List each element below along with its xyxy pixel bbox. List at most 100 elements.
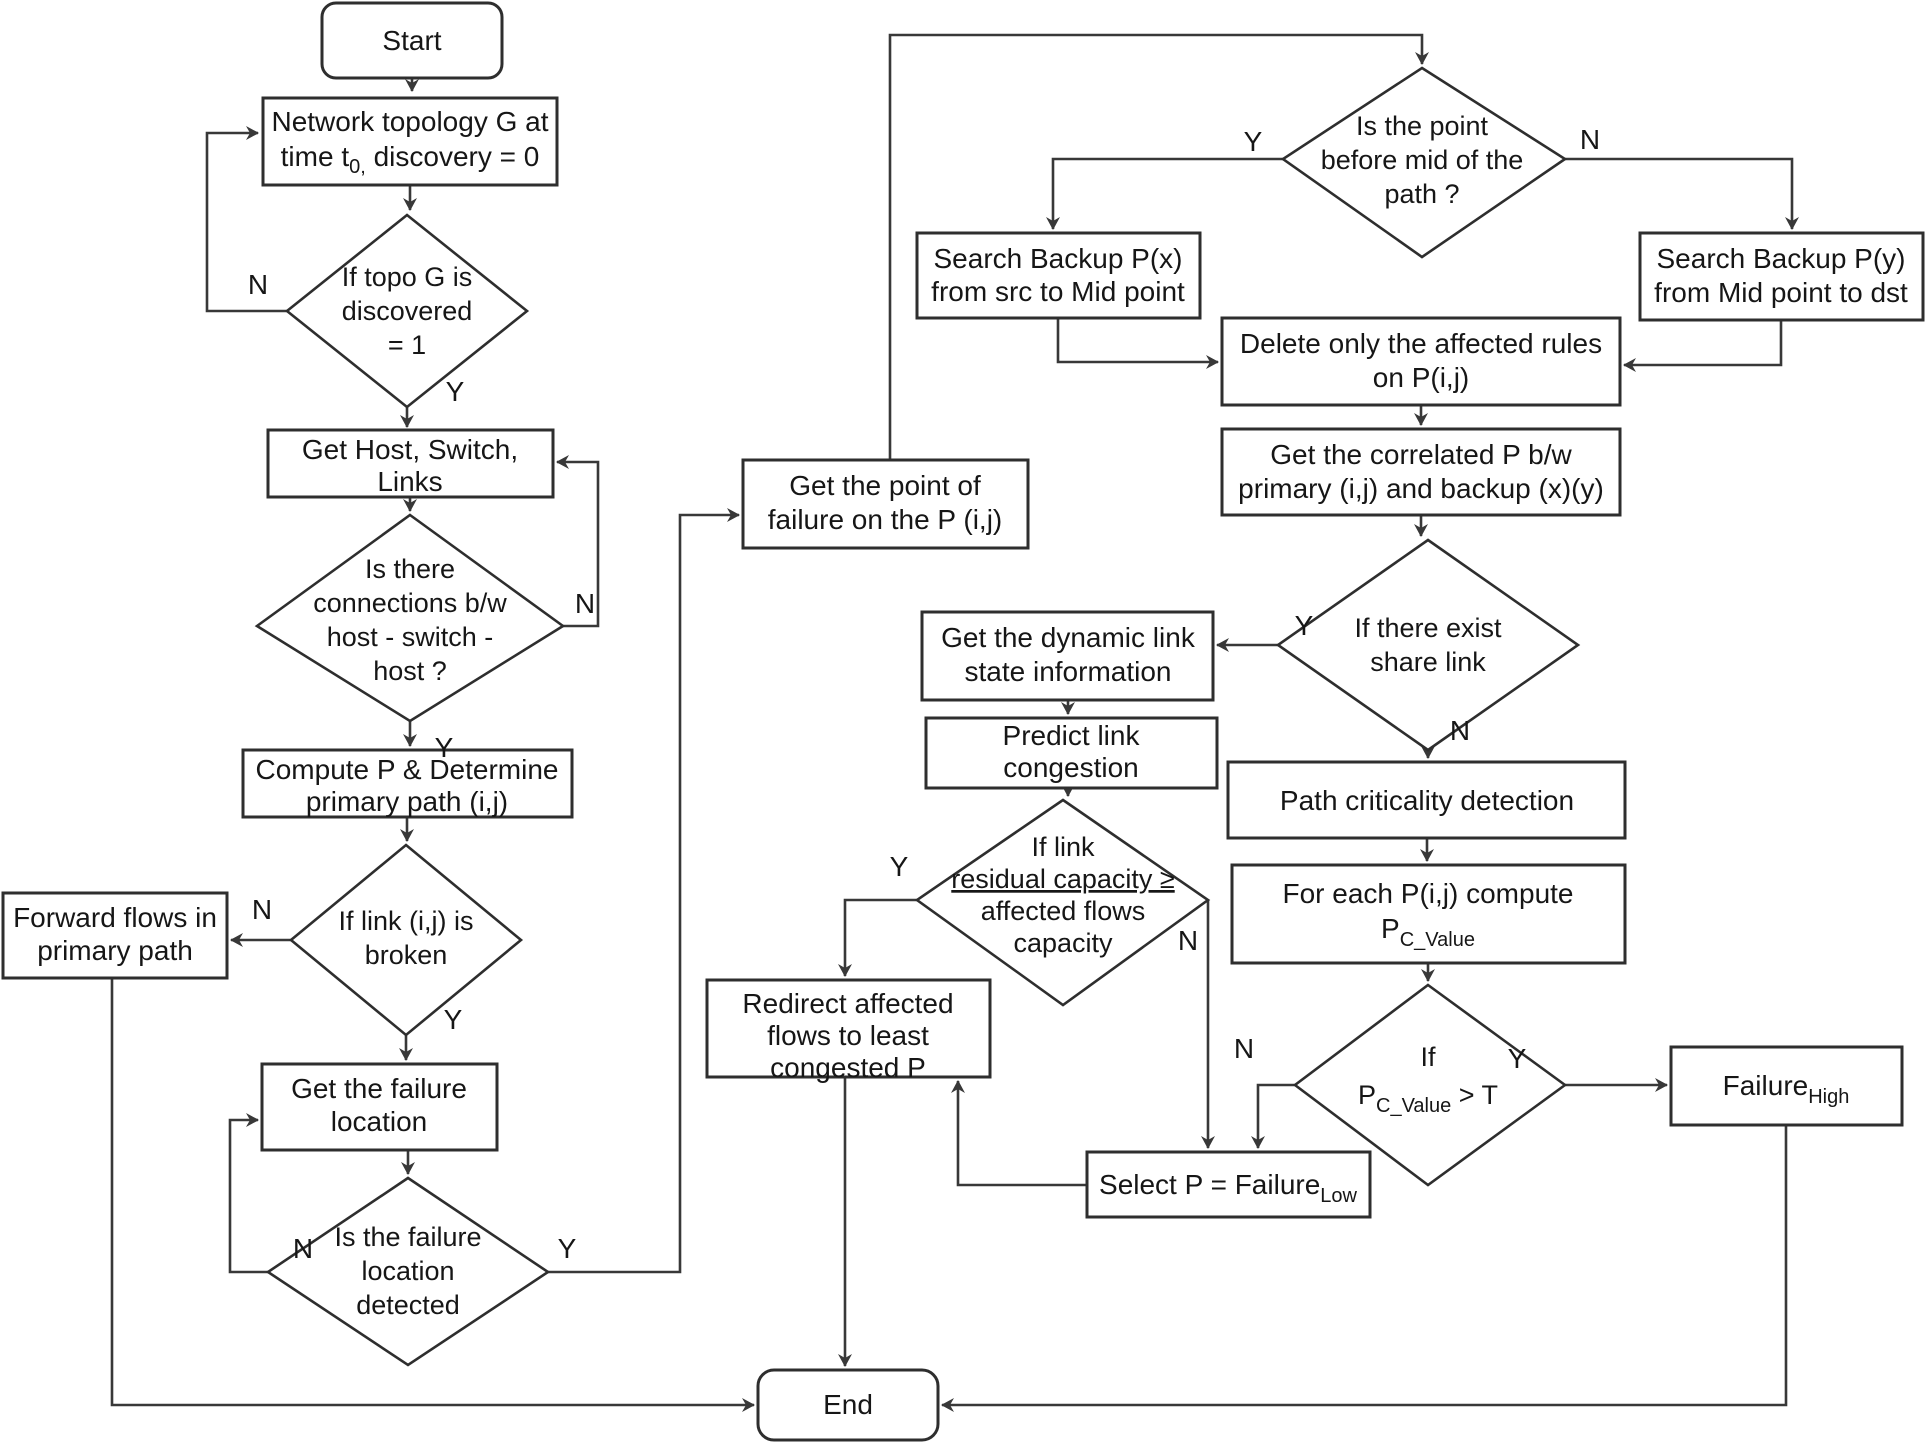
node-connections: Is there connections b/w host - switch -… xyxy=(254,513,566,723)
connections-line4: host ? xyxy=(373,656,447,686)
node-backup-y: Search Backup P(y) from Mid point to dst xyxy=(1638,231,1925,322)
label-broken-y: Y xyxy=(444,1004,463,1035)
node-compute-p: Compute P & Determine primary path (i,j) xyxy=(241,748,574,819)
node-delete-rules: Delete only the affected rules on P(i,j) xyxy=(1220,316,1622,407)
before-mid-line1: Is the point xyxy=(1356,111,1489,141)
network-topology-line2: time t0, discovery = 0 xyxy=(281,141,540,178)
select-p-label: Select P = FailureLow xyxy=(1099,1169,1358,1207)
node-correlated: Get the correlated P b/w primary (i,j) a… xyxy=(1220,427,1622,517)
redirect-line1: Redirect affected xyxy=(742,988,953,1019)
topo-discovered-decision xyxy=(284,213,530,409)
predict-line1: Predict link xyxy=(1003,720,1141,751)
topo-discovered-line3: = 1 xyxy=(388,330,426,360)
compute-pc-line1: For each P(i,j) compute xyxy=(1283,878,1574,909)
dynamic-link-process xyxy=(920,610,1215,702)
label-detect-y: Y xyxy=(558,1233,577,1264)
edge-forward-to-end xyxy=(110,978,755,1412)
predict-process xyxy=(924,716,1219,790)
edge-beforemid-y xyxy=(1046,157,1283,230)
label-broken-n: N xyxy=(252,894,272,925)
node-predict: Predict link congestion xyxy=(924,716,1219,790)
residual-line3: affected flows xyxy=(981,896,1146,926)
edge-selectp-to-redirect xyxy=(951,1080,1087,1187)
correlated-process xyxy=(1220,427,1622,517)
failure-high-process xyxy=(1669,1045,1904,1127)
compute-p-line1: Compute P & Determine xyxy=(256,754,559,785)
node-end: End xyxy=(756,1368,940,1442)
residual-line2: residual capacity ≥ xyxy=(951,864,1174,894)
backup-y-line1: Search Backup P(y) xyxy=(1657,243,1906,274)
backup-y-process xyxy=(1638,231,1925,322)
topo-discovered-line2: discovered xyxy=(342,296,473,326)
before-mid-decision xyxy=(1280,66,1568,259)
label-detect-n: N xyxy=(293,1233,313,1264)
backup-x-line2: from src to Mid point xyxy=(931,276,1185,307)
share-link-decision xyxy=(1275,538,1581,752)
node-path-criticality: Path criticality detection xyxy=(1226,760,1627,840)
failure-location-line1: Get the failure xyxy=(291,1073,467,1104)
get-host-line1: Get Host, Switch, xyxy=(302,434,518,465)
dynamic-link-line2: state information xyxy=(965,656,1172,687)
compute-pc-process xyxy=(1230,863,1627,965)
point-of-failure-line1: Get the point of xyxy=(789,470,981,501)
pc-threshold-decision xyxy=(1292,983,1568,1187)
correlated-line2: primary (i,j) and backup (x)(y) xyxy=(1238,473,1604,504)
label-share-n: N xyxy=(1450,715,1470,746)
forward-flows-process xyxy=(1,891,229,980)
edge-detected-y-to-pointoffailure xyxy=(548,508,740,1274)
node-compute-pc: For each P(i,j) compute PC_Value xyxy=(1230,863,1627,965)
redirect-line2: flows to least xyxy=(767,1020,929,1051)
dynamic-link-line1: Get the dynamic link xyxy=(941,622,1196,653)
network-topology-line1: Network topology G at xyxy=(271,106,548,137)
share-link-line2: share link xyxy=(1370,647,1486,677)
network-topology-process xyxy=(261,96,559,187)
node-failure-detected: Is the failure location detected xyxy=(265,1176,551,1367)
delete-rules-line1: Delete only the affected rules xyxy=(1240,328,1602,359)
label-pc-n: N xyxy=(1234,1033,1254,1064)
connections-line3: host - switch - xyxy=(327,622,494,652)
failure-location-line2: location xyxy=(331,1106,428,1137)
edge-beforemid-n xyxy=(1565,157,1799,230)
node-share-link: If there exist share link xyxy=(1275,538,1581,752)
label-pc-y: Y xyxy=(1508,1043,1527,1074)
before-mid-line2: before mid of the xyxy=(1321,145,1524,175)
failure-detected-line3: detected xyxy=(356,1290,460,1320)
predict-line2: congestion xyxy=(1003,752,1138,783)
start-label: Start xyxy=(382,25,441,56)
before-mid-line3: path ? xyxy=(1384,179,1459,209)
residual-line1: If link xyxy=(1031,832,1095,862)
failure-detected-line1: Is the failure xyxy=(334,1222,481,1252)
residual-decision xyxy=(914,798,1211,1007)
node-network-topology: Network topology G at time t0, discovery… xyxy=(261,96,559,187)
edge-backupx-to-delete xyxy=(1056,318,1219,369)
edge-backupy-to-delete xyxy=(1623,320,1783,372)
pc-threshold-line2: PC_Value > T xyxy=(1358,1080,1498,1117)
node-dynamic-link: Get the dynamic link state information xyxy=(920,610,1215,702)
share-link-line1: If there exist xyxy=(1354,613,1502,643)
node-topo-discovered: If topo G is discovered = 1 xyxy=(284,213,530,409)
backup-x-process xyxy=(915,231,1202,320)
edges xyxy=(110,33,1799,1412)
failure-location-process xyxy=(260,1062,499,1152)
node-select-p: Select P = FailureLow xyxy=(1085,1150,1372,1219)
failure-high-label: FailureHigh xyxy=(1723,1070,1850,1108)
failure-detected-line2: location xyxy=(361,1256,454,1286)
edge-pointoffailure-to-beforemid xyxy=(888,33,1429,460)
label-topo-y: Y xyxy=(446,376,465,407)
point-of-failure-line2: failure on the P (i,j) xyxy=(768,504,1003,535)
connections-line2: connections b/w xyxy=(313,588,507,618)
node-forward-flows: Forward flows in primary path xyxy=(1,891,229,980)
link-broken-line1: If link (i,j) is xyxy=(339,906,474,936)
redirect-process xyxy=(705,978,992,1079)
edge-detected-n-loop xyxy=(228,1113,268,1274)
node-get-host: Get Host, Switch, Links xyxy=(266,428,555,499)
node-failure-location: Get the failure location xyxy=(260,1062,499,1152)
link-broken-line2: broken xyxy=(365,940,448,970)
label-conn-n: N xyxy=(575,588,595,619)
node-backup-x: Search Backup P(x) from src to Mid point xyxy=(915,231,1202,320)
failure-detected-decision xyxy=(265,1176,551,1367)
node-pc-threshold: If PC_Value > T xyxy=(1292,983,1568,1187)
label-residual-y: Y xyxy=(890,851,909,882)
edge-failurehigh-to-end xyxy=(941,1125,1788,1412)
